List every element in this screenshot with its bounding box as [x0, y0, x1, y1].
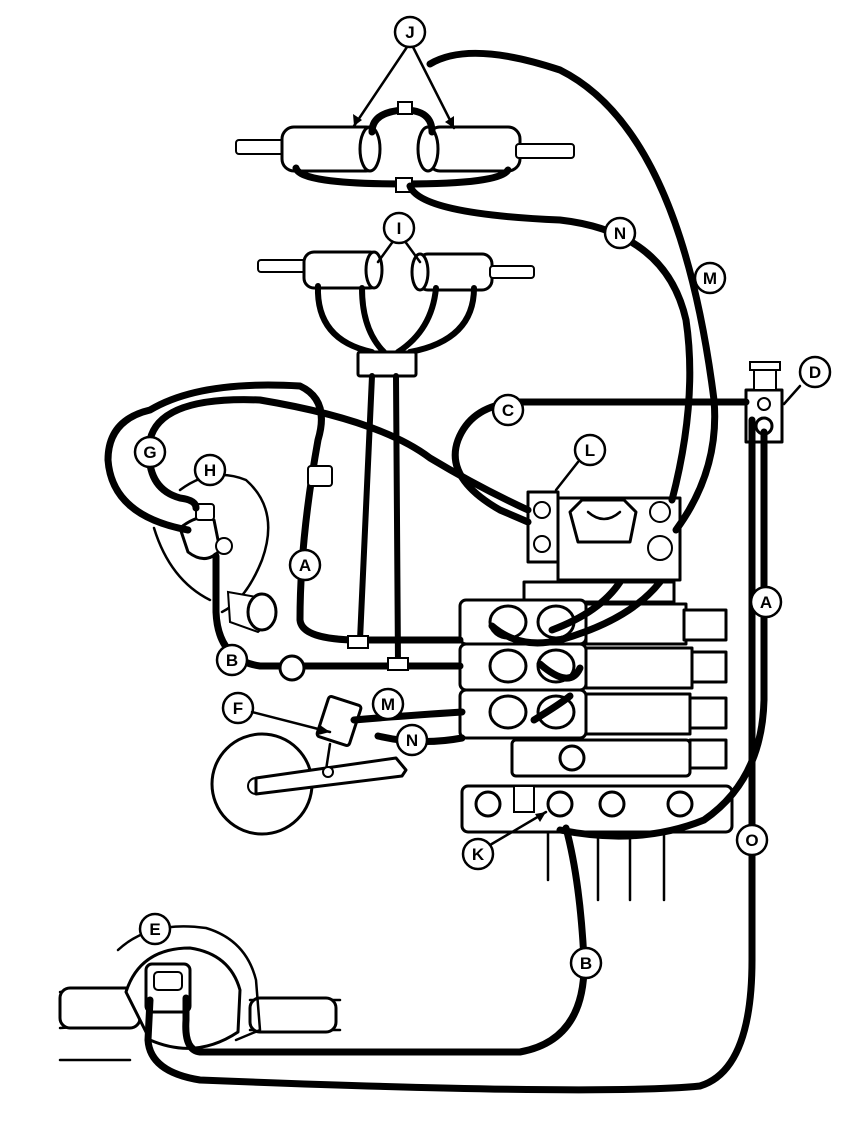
svg-text:H: H [204, 461, 216, 480]
manifold-block-l [526, 490, 682, 582]
callout-f: F [221, 691, 255, 725]
svg-text:B: B [226, 651, 238, 670]
svg-text:A: A [299, 556, 311, 575]
callout-a-right: A [749, 585, 783, 619]
callout-n-upper: N [603, 216, 637, 250]
svg-text:N: N [406, 731, 418, 750]
callout-k: K [461, 837, 495, 871]
svg-text:C: C [502, 401, 514, 420]
svg-text:M: M [381, 695, 395, 714]
motor-e [58, 925, 342, 1062]
svg-text:O: O [745, 831, 758, 850]
callout-m-lower: M [371, 687, 405, 721]
cylinder-f [210, 695, 408, 836]
callout-m-upper: M [693, 261, 727, 295]
callout-d: D [798, 355, 832, 389]
svg-text:N: N [614, 224, 626, 243]
svg-text:E: E [149, 920, 160, 939]
hydraulic-hoses [104, 49, 768, 1094]
callout-h: H [193, 453, 227, 487]
leader-lines [250, 384, 802, 847]
svg-text:K: K [472, 845, 485, 864]
svg-text:F: F [233, 699, 243, 718]
callout-j: J [393, 15, 427, 49]
callout-n-lower: N [395, 723, 429, 757]
svg-text:M: M [703, 269, 717, 288]
callout-i: I [382, 211, 416, 245]
callout-o: O [735, 823, 769, 857]
svg-text:J: J [405, 23, 414, 42]
svg-text:G: G [143, 443, 156, 462]
callout-e: E [138, 912, 172, 946]
cylinder-pair-i [257, 238, 535, 378]
svg-text:B: B [580, 954, 592, 973]
svg-text:A: A [760, 593, 772, 612]
callout-b-lower: B [569, 946, 603, 980]
callout-a-left: A [288, 548, 322, 582]
callout-c: C [491, 393, 525, 427]
callout-l: L [573, 433, 607, 467]
callout-g: G [133, 435, 167, 469]
svg-text:I: I [397, 219, 402, 238]
cylinder-pair-j [235, 45, 575, 193]
callout-b-left: B [215, 643, 249, 677]
svg-text:L: L [585, 441, 595, 460]
svg-text:D: D [809, 363, 821, 382]
